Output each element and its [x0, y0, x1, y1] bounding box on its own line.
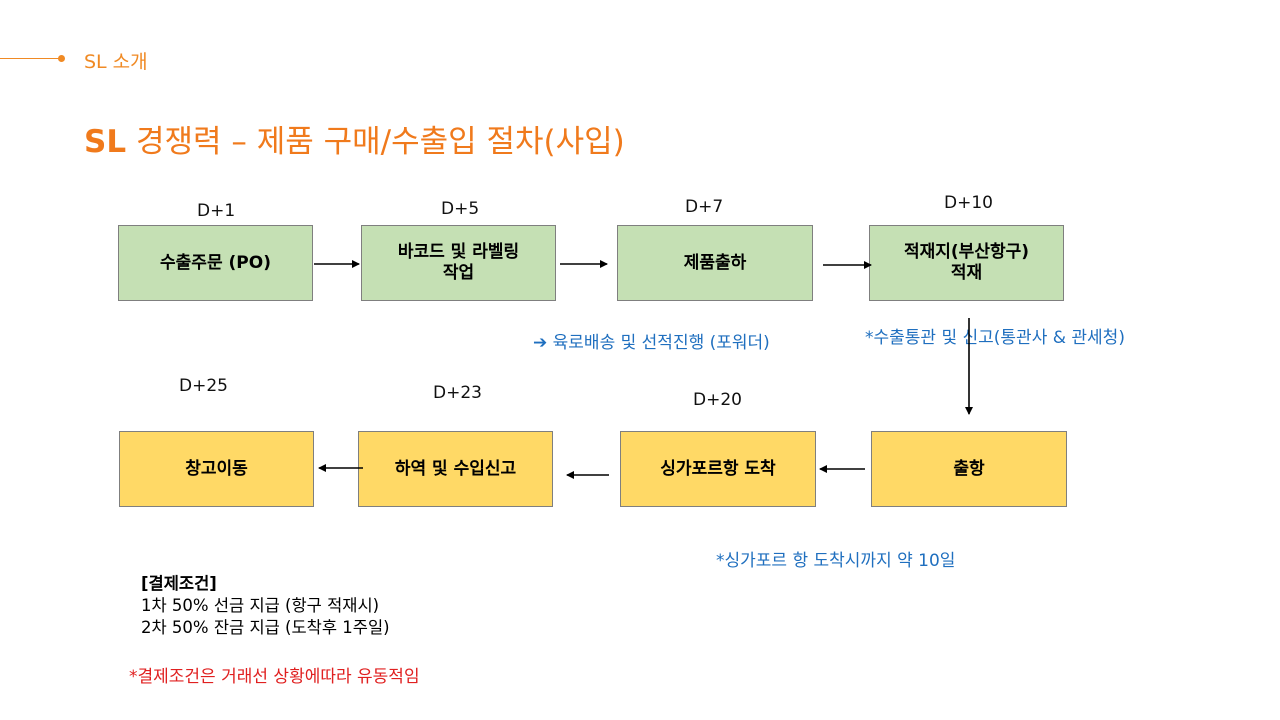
payment-terms-line-1: 1차 50% 선금 지급 (항구 적재시): [141, 596, 380, 615]
page-title: SL 경쟁력 – 제품 구매/수출입 절차(사입): [84, 116, 625, 161]
payment-terms: [결제조건] 1차 50% 선금 지급 (항구 적재시) 2차 50% 잔금 지…: [141, 573, 390, 639]
day-label-loading: D+10: [944, 193, 993, 213]
step-barcode-labeling-label-1: 바코드 및 라벨링: [397, 242, 520, 262]
step-purchase-order: 수출주문 (PO): [118, 225, 313, 301]
step-barcode-labeling-label-2: 작업: [442, 263, 475, 283]
payment-disclaimer: *결제조건은 거래선 상황에따라 유동적임: [129, 667, 420, 687]
title-text: 경쟁력 – 제품 구매/수출입 절차(사입): [126, 124, 625, 160]
arrival-note: *싱가포르 항 도착시까지 약 10일: [716, 551, 956, 571]
step-port-loading-label-2: 적재: [950, 263, 983, 283]
day-label-warehouse: D+25: [179, 376, 228, 396]
section-divider-line: [0, 58, 60, 59]
day-label-customs-clearance: D+23: [433, 383, 482, 403]
right-arrow-icon: ➔: [533, 333, 553, 353]
day-label-shipment: D+7: [685, 197, 724, 217]
step-product-shipment: 제품출하: [617, 225, 813, 301]
section-label: SL 소개: [84, 51, 148, 73]
step-singapore-arrival: 싱가포르항 도착: [620, 431, 816, 507]
title-brand: SL: [84, 124, 127, 160]
day-label-arrival: D+20: [693, 390, 742, 410]
payment-terms-line-2: 2차 50% 잔금 지급 (도착후 1주일): [141, 618, 390, 637]
step-departure: 출항: [871, 431, 1067, 507]
step-warehouse-transfer: 창고이동: [119, 431, 314, 507]
day-label-barcode: D+5: [441, 199, 480, 219]
payment-terms-heading: [결제조건]: [141, 574, 217, 593]
step-departure-label: 출항: [953, 458, 985, 479]
transport-note-text: 육로배송 및 선적진행 (포워더): [552, 333, 770, 353]
step-purchase-order-label: 수출주문 (PO): [160, 252, 271, 273]
customs-note: *수출통관 및 신고(통관사 & 관세청): [865, 328, 1125, 348]
step-port-loading-label-1: 적재지(부산항구): [903, 242, 1030, 262]
step-unloading-import: 하역 및 수입신고: [358, 431, 553, 507]
transport-note: ➔ 육로배송 및 선적진행 (포워더): [533, 328, 770, 353]
step-singapore-arrival-label: 싱가포르항 도착: [660, 458, 776, 479]
section-bullet-dot: [58, 55, 65, 62]
day-label-po: D+1: [197, 201, 236, 221]
step-unloading-import-label: 하역 및 수입신고: [394, 458, 517, 479]
step-warehouse-transfer-label: 창고이동: [185, 458, 248, 479]
step-product-shipment-label: 제품출하: [683, 252, 747, 273]
